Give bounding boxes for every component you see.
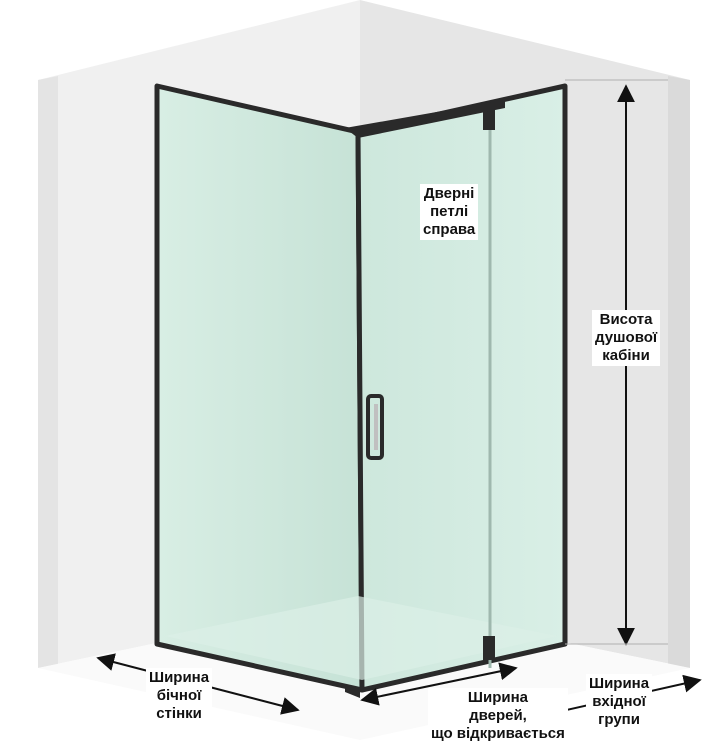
side-glass-panel	[154, 83, 365, 693]
hinges-label: Дверні петлі справа	[420, 184, 479, 240]
front-glass-panel	[355, 83, 568, 693]
entry-width-label-line-3: групи	[598, 711, 640, 728]
hinges-label-line-1: Дверні	[423, 185, 475, 202]
glass-floor-reflection	[165, 596, 557, 680]
door-width-label-line-3: що відкривається	[431, 725, 565, 742]
door-width-label: Ширина дверей, що відкривається	[428, 688, 568, 744]
entry-width-label: Ширина вхідної групи	[586, 674, 653, 730]
left-wall-edge	[38, 76, 58, 668]
entry-width-label-line-2: вхідної	[592, 693, 646, 710]
side-width-label-line-2: бічної	[156, 687, 202, 704]
door-handle	[366, 394, 384, 460]
right-wall-edge	[668, 76, 690, 668]
side-width-label: Ширина бічної стінки	[146, 668, 213, 724]
door-width-label-line-2: дверей,	[469, 707, 527, 724]
door-handle-bar	[374, 404, 378, 450]
hinges-label-line-3: справа	[423, 221, 476, 238]
height-label-line-1: Висота	[599, 311, 653, 328]
height-label-line-2: душової	[595, 329, 658, 346]
height-label: Висота душової кабіни	[592, 310, 661, 366]
bottom-hinge	[483, 636, 495, 660]
entry-width-label-line-1: Ширина	[589, 675, 650, 692]
hinges-label-line-2: петлі	[430, 203, 469, 220]
side-width-label-line-3: стінки	[156, 705, 202, 722]
side-width-label-line-1: Ширина	[149, 669, 210, 686]
door-width-arrow	[360, 662, 518, 706]
top-clamp	[345, 100, 505, 138]
door-width-label-line-1: Ширина	[467, 689, 528, 706]
bottom-clamp	[345, 684, 360, 698]
height-label-line-3: кабіни	[602, 347, 650, 364]
